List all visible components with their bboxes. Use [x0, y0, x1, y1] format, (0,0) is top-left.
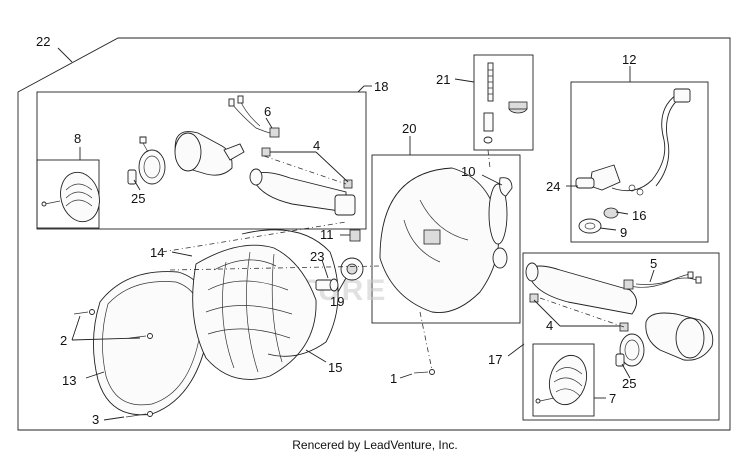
- callout-18: 18: [374, 79, 388, 94]
- callout-2: 2: [60, 333, 67, 348]
- signal-reflector: [127, 136, 166, 185]
- callout-22: 22: [36, 34, 50, 49]
- callout-25-lower: 25: [622, 376, 636, 391]
- callout-23: 23: [310, 249, 324, 264]
- headlight-rim-13: [93, 271, 210, 416]
- callout-10: 10: [461, 164, 475, 179]
- wire-harness-5: [623, 271, 702, 290]
- socket-19: [340, 257, 364, 281]
- callout-4-lower: 4: [546, 318, 553, 333]
- callout-15: 15: [328, 360, 342, 375]
- screw-3: [125, 411, 153, 418]
- box-21: [473, 54, 534, 151]
- box-7: [532, 343, 595, 417]
- gasket-15: [241, 229, 339, 357]
- callout-16: 16: [632, 208, 646, 223]
- callout-17: 17: [488, 352, 502, 367]
- signal-reflector-lower: [615, 333, 645, 367]
- rim-screws-2: [73, 309, 153, 339]
- callout-5: 5: [650, 256, 657, 271]
- callout-25-upper: 25: [131, 191, 145, 206]
- mount-nut-11: [349, 229, 361, 242]
- bulb-23: [315, 278, 339, 292]
- signal-housing-lower: [645, 312, 714, 361]
- callout-12: 12: [622, 52, 636, 67]
- signal-stalk-lower: [525, 262, 637, 332]
- callout-4-upper: 4: [313, 138, 320, 153]
- signal-housing: [174, 131, 245, 176]
- bulb-socket-harness-12: [575, 88, 691, 234]
- callout-7: 7: [609, 391, 616, 406]
- callout-21: 21: [436, 72, 450, 87]
- callout-11: 11: [320, 227, 334, 242]
- box-20: [371, 154, 521, 324]
- callout-19: 19: [330, 294, 344, 309]
- callout-20: 20: [402, 121, 416, 136]
- callout-labels: 22 18 21 12 6 8 4 25 20 10 24 16 9 11 14…: [36, 34, 657, 427]
- callout-6: 6: [264, 104, 271, 119]
- callout-3: 3: [92, 412, 99, 427]
- callout-13: 13: [62, 373, 76, 388]
- signal-stalk-upper: [249, 147, 356, 216]
- headlight-bucket-20: [379, 167, 513, 314]
- bolt-1: [413, 369, 435, 375]
- callout-9: 9: [620, 225, 627, 240]
- callout-14: 14: [150, 245, 164, 260]
- assembly-frame-22: [17, 37, 731, 431]
- turn-signal-lens-8: [41, 171, 100, 223]
- footer-credit: Rencered by LeadVenture, Inc.: [292, 438, 458, 452]
- turn-signal-lens-7: [535, 354, 588, 406]
- callout-24: 24: [546, 179, 560, 194]
- mount-bolt-kit-21: [483, 62, 528, 144]
- sealed-beam-14: [192, 244, 317, 380]
- box-17: [522, 252, 720, 421]
- box-12: [570, 81, 709, 243]
- leader-lines: [71, 66, 655, 421]
- callout-8: 8: [74, 131, 81, 146]
- wire-harness-6: [228, 95, 280, 138]
- callout-1: 1: [390, 371, 397, 386]
